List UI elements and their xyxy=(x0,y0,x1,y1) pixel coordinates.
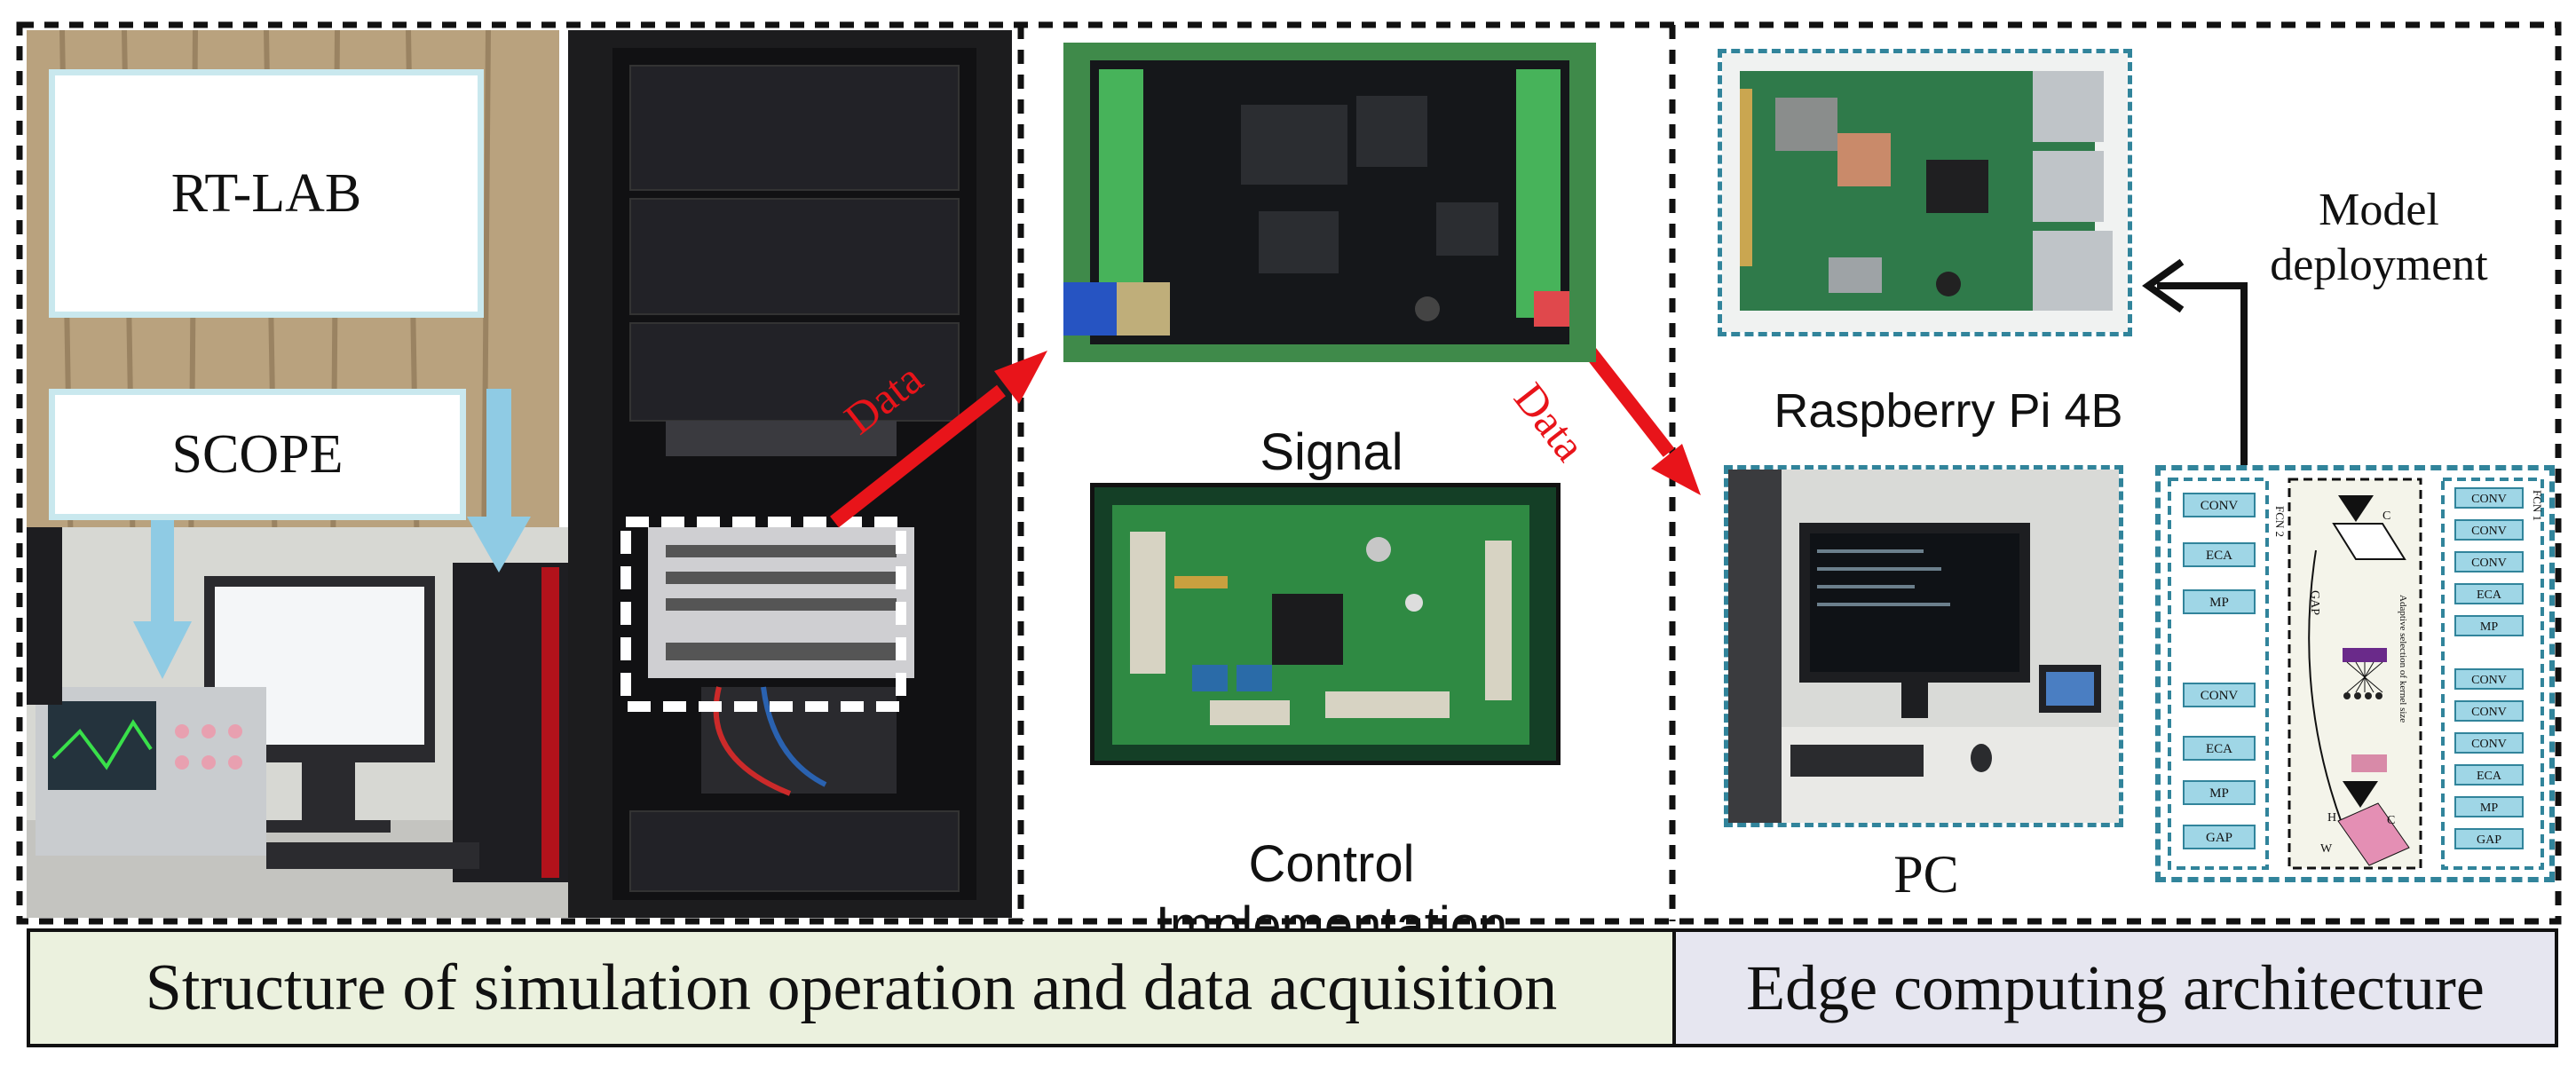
svg-text:MP: MP xyxy=(2480,620,2498,634)
pc-photo xyxy=(1724,465,2123,827)
pc-drawing xyxy=(1728,470,2119,823)
svg-text:CONV: CONV xyxy=(2471,674,2507,687)
scope-label: SCOPE xyxy=(171,423,344,485)
svg-text:CONV: CONV xyxy=(2471,706,2507,719)
fcn2-block-2: ECA xyxy=(2206,549,2232,563)
signal-card-photo xyxy=(1063,43,1596,362)
svg-text:ECA: ECA xyxy=(2477,770,2502,783)
scope-box: SCOPE xyxy=(49,389,466,520)
svg-text:CONV: CONV xyxy=(2471,493,2507,506)
raspberry-pi-photo xyxy=(1718,49,2132,336)
fcn2-block-6: MP xyxy=(2209,786,2229,801)
control-board-photo xyxy=(1090,483,1561,765)
rtlab-highlight xyxy=(620,517,906,712)
module-label-h: H xyxy=(2327,811,2336,825)
control-board-drawing xyxy=(1094,487,1556,761)
rtlab-box: RT-LAB xyxy=(49,69,484,318)
caption-left: Structure of simulation operation and da… xyxy=(27,928,1676,1047)
module-label-gap: GAP xyxy=(2308,590,2321,615)
rtlab-label: RT-LAB xyxy=(170,162,362,224)
fcn2-block-3: MP xyxy=(2209,596,2229,610)
signal-card-drawing xyxy=(1063,43,1596,362)
svg-text:CONV: CONV xyxy=(2471,738,2507,751)
svg-text:ECA: ECA xyxy=(2477,588,2502,602)
data-arrow-2-head xyxy=(1651,444,1701,495)
raspberry-pi-drawing xyxy=(1722,53,2128,332)
blue-arrows xyxy=(133,389,531,679)
pc-label: PC xyxy=(1893,845,1959,904)
fcn2-title: FCN 2 xyxy=(2273,506,2287,537)
fcn1-title: FCN 1 xyxy=(2531,490,2544,521)
svg-text:GAP: GAP xyxy=(2477,833,2501,847)
svg-text:CONV: CONV xyxy=(2471,525,2507,538)
module-label-w: W xyxy=(2320,842,2333,856)
module-label-c-bottom: C xyxy=(2387,814,2395,827)
network-drawing: CONV ECA MP CONV ECA MP GAP FCN 2 xyxy=(2168,478,2544,870)
svg-text:CONV: CONV xyxy=(2471,557,2507,570)
module-label-c-top: C xyxy=(2382,509,2390,523)
model-deployment-label: Model deployment xyxy=(2270,185,2488,290)
data-arrow-1-shaft xyxy=(830,384,1006,528)
fcn2-block-1: CONV xyxy=(2201,499,2239,513)
fcn2-block-4: CONV xyxy=(2201,689,2239,703)
network-diagram: CONV ECA MP CONV ECA MP GAP FCN 2 xyxy=(2155,465,2555,882)
svg-text:MP: MP xyxy=(2480,801,2498,815)
fcn2-block-7: GAP xyxy=(2206,831,2232,845)
caption-right: Edge computing architecture xyxy=(1672,928,2558,1047)
data-arrow-1-head xyxy=(994,351,1047,404)
fcn2-block-5: ECA xyxy=(2206,742,2232,756)
module-label-adaptive: Adaptive selection of kernel size xyxy=(2398,595,2408,723)
raspberry-label: Raspberry Pi 4B xyxy=(1774,384,2123,438)
